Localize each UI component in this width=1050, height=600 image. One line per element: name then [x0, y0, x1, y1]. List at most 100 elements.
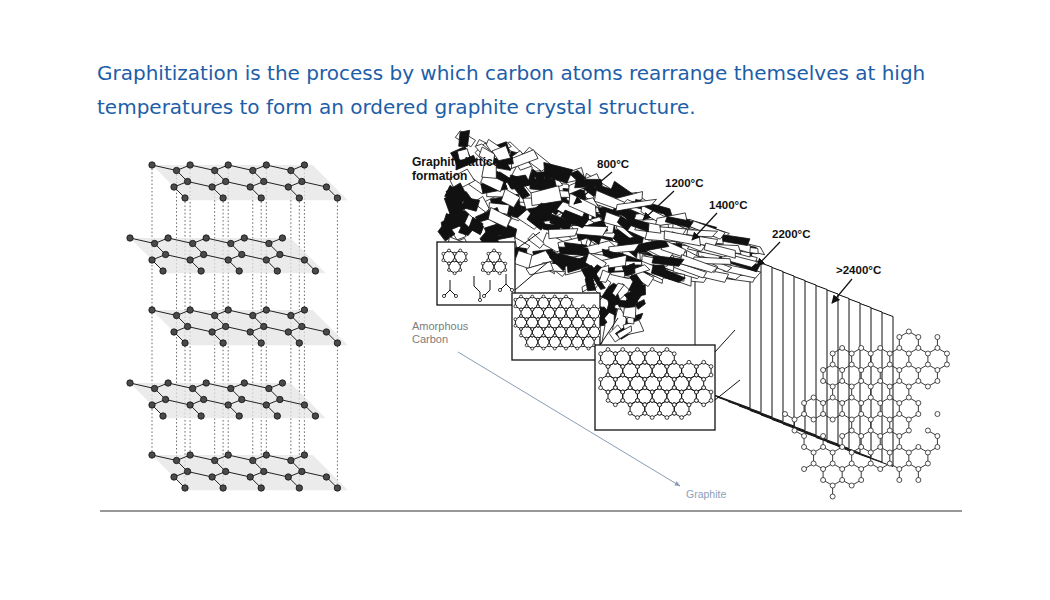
- carbon-atom: [658, 360, 662, 364]
- carbon-atom: [830, 362, 835, 367]
- carbon-atom: [553, 315, 556, 318]
- carbon-atom: [312, 268, 318, 274]
- carbon-atom: [570, 324, 573, 327]
- carbon-atom: [531, 315, 534, 318]
- carbon-atom: [606, 373, 610, 377]
- carbon-atom: [840, 467, 845, 472]
- hexagon-ring: [494, 260, 505, 273]
- figure-heading: Graphite lattice formation: [412, 155, 524, 183]
- carbon-bond: [188, 327, 213, 333]
- carbon-atom: [548, 305, 551, 308]
- carbon-atom: [263, 162, 269, 168]
- graphene-layer: [149, 162, 348, 201]
- carbon-atom: [442, 252, 445, 255]
- carbon-atom: [299, 468, 305, 474]
- carbon-atom: [621, 365, 625, 369]
- carbon-atom: [687, 411, 691, 415]
- carbon-atom: [636, 390, 640, 394]
- carbon-atom: [263, 452, 269, 458]
- carbon-atom: [127, 235, 133, 241]
- carbon-atom: [887, 351, 892, 356]
- carbon-bond: [168, 238, 193, 244]
- carbon-atom: [548, 298, 551, 301]
- carbon-atom: [184, 323, 190, 329]
- carbon-atom: [481, 262, 484, 265]
- carbon-atom: [821, 368, 826, 373]
- carbon-atom: [149, 307, 155, 313]
- carbon-atom: [542, 315, 545, 318]
- carbon-atom: [811, 417, 816, 422]
- carbon-atom: [525, 337, 528, 340]
- carbon-atom: [239, 396, 245, 402]
- carbon-atom: [209, 474, 215, 480]
- carbon-atom: [581, 318, 584, 321]
- carbon-atom: [149, 452, 155, 458]
- carbon-atom: [613, 377, 617, 381]
- carbon-atom: [149, 402, 155, 408]
- carbon-atom: [859, 467, 864, 472]
- carbon-atom: [613, 360, 617, 364]
- carbon-atom: [606, 390, 610, 394]
- carbon-atom: [184, 468, 190, 474]
- carbon-fragment: [527, 211, 545, 230]
- carbon-atom: [453, 259, 456, 262]
- carbon-atom: [200, 396, 206, 402]
- carbon-atom: [658, 352, 662, 356]
- carbon-atom: [487, 259, 490, 262]
- carbon-atom: [536, 324, 539, 327]
- carbon-atom: [628, 386, 632, 390]
- carbon-atom: [643, 403, 647, 407]
- carbon-atom: [581, 324, 584, 327]
- carbon-atom: [906, 461, 911, 466]
- carbon-atom: [840, 434, 845, 439]
- carbon-atom: [487, 252, 490, 255]
- carbon-atom: [802, 434, 807, 439]
- carbon-atom: [587, 308, 590, 311]
- carbon-atom: [525, 324, 528, 327]
- carbon-atom: [187, 402, 193, 408]
- carbon-atom: [944, 351, 949, 356]
- carbon-atom: [559, 305, 562, 308]
- carbon-atom: [548, 337, 551, 340]
- carbon-atom: [493, 269, 496, 272]
- carbon-atom: [849, 450, 854, 455]
- carbon-atom: [576, 328, 579, 331]
- carbon-atom: [621, 348, 625, 352]
- carbon-atom: [906, 417, 911, 422]
- carbon-atom: [559, 337, 562, 340]
- carbon-atom: [925, 450, 930, 455]
- carbon-atom: [593, 337, 596, 340]
- carbon-atom: [581, 344, 584, 347]
- carbon-atom: [285, 329, 291, 335]
- pointer-arrow: [832, 279, 852, 303]
- carbon-atom: [658, 386, 662, 390]
- carbon-atom: [334, 195, 340, 201]
- carbon-atom: [658, 377, 662, 381]
- carbon-atom: [239, 251, 245, 257]
- carbon-bond: [168, 383, 193, 389]
- stage-label: Amorphous Carbon: [412, 320, 484, 346]
- carbon-atom: [263, 307, 269, 313]
- carbon-atom: [687, 403, 691, 407]
- pointer-arrow: [574, 172, 612, 204]
- carbon-atom: [536, 324, 539, 327]
- hexagon-ring: [538, 336, 549, 349]
- carbon-atom: [553, 315, 556, 318]
- leader-line: [515, 232, 540, 250]
- carbon-atom: [935, 379, 940, 384]
- carbon-atom: [570, 337, 573, 340]
- carbon-atom: [628, 352, 632, 356]
- carbon-atom: [636, 365, 640, 369]
- carbon-bond: [130, 238, 155, 244]
- carbon-fragment: [469, 220, 484, 235]
- inset-structure: [599, 348, 713, 420]
- carbon-atom: [643, 386, 647, 390]
- carbon-atom: [548, 298, 551, 301]
- carbon-atom: [665, 399, 669, 403]
- temperature-label: 1200°C: [665, 176, 704, 190]
- carbon-atom: [173, 167, 179, 173]
- carbon-atom: [581, 305, 584, 308]
- carbon-atom: [459, 269, 462, 272]
- carbon-atom: [859, 412, 864, 417]
- carbon-atom: [878, 401, 883, 406]
